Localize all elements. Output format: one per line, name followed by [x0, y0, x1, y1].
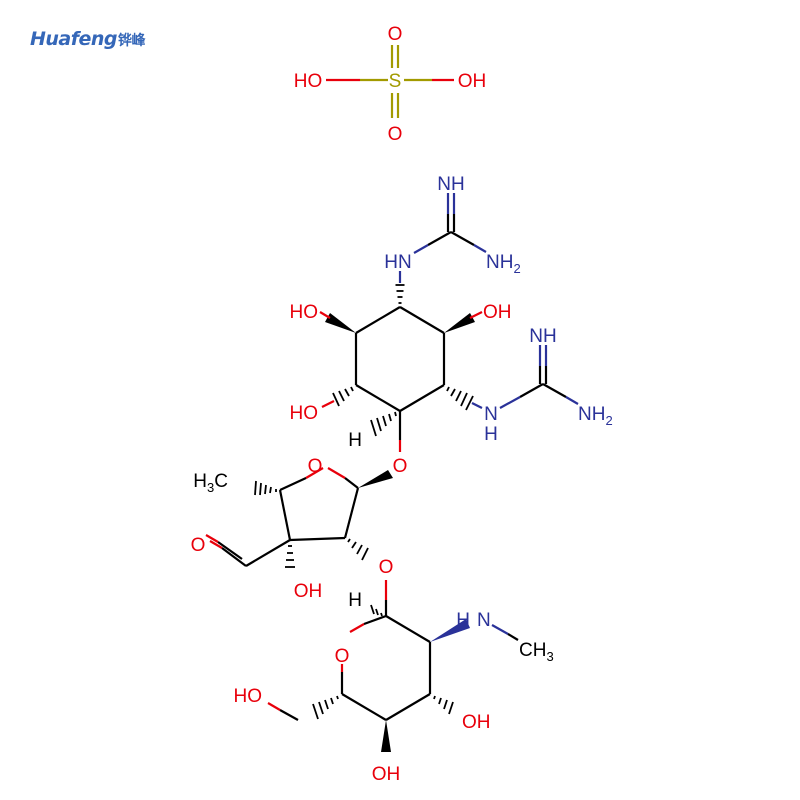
hashed-bond — [312, 695, 339, 720]
wedge-bond — [325, 313, 356, 333]
hashed-bond — [347, 538, 369, 561]
furanose-ring — [278, 467, 360, 542]
hydrogen-atom: H — [348, 430, 362, 451]
hydroxyl-left: HO — [294, 71, 323, 92]
glycosidic-oxygen: O — [393, 456, 408, 477]
methylamino-n: N — [477, 610, 491, 631]
furanose-ring-oxygen: O — [308, 456, 323, 477]
logo-text: Huafeng — [30, 28, 118, 50]
logo-text-cn: 铧峰 — [118, 33, 146, 49]
huafeng-logo: Huafeng铧峰 — [30, 28, 146, 50]
hashed-bond — [254, 480, 277, 496]
inositol-ring — [354, 306, 446, 412]
hydrogen-atom: H — [348, 590, 362, 611]
n-methyl: CH3 — [519, 640, 554, 664]
hashed-bond — [332, 386, 354, 407]
wedge-bond — [381, 720, 391, 752]
sulfur-atom: S — [389, 71, 402, 92]
hydroxyl-upper-left: HO — [290, 302, 319, 323]
oxygen-atom-bottom: O — [388, 124, 403, 145]
hashed-bond — [446, 386, 474, 411]
hydroxyl-right: OH — [458, 71, 487, 92]
sulfuric-acid: S O O HO OH — [294, 24, 487, 145]
guanidine-top: NH NH2 HN — [384, 174, 521, 283]
oxygen-atom-top: O — [388, 24, 403, 45]
wedge-bond — [444, 313, 475, 333]
pyranose-hydroxyl-bottom: OH — [372, 764, 401, 785]
furanose-hydroxyl: OH — [294, 581, 323, 602]
pyranose-ring-oxygen: O — [335, 646, 350, 667]
linking-n-h: H — [484, 424, 498, 445]
linking-oxygen: O — [379, 557, 394, 578]
methyl-group: H3C — [193, 471, 228, 495]
linking-n: N — [484, 404, 498, 425]
amine-nh2: NH2 — [486, 252, 521, 276]
guanidine-right: NH NH2 N H — [484, 326, 613, 445]
hashed-bond — [370, 411, 397, 437]
hydroxyl-lower-left: HO — [290, 403, 319, 424]
hashed-bond — [395, 284, 405, 304]
imine-nh: NH — [437, 174, 464, 195]
wedge-bond — [358, 470, 393, 488]
hashed-bond — [433, 695, 454, 715]
hashed-bond — [285, 545, 295, 568]
hydroxyl-upper-right: OH — [483, 302, 512, 323]
pyranose-ring — [340, 614, 432, 721]
hashed-bond — [370, 604, 383, 617]
methylamino-h: H — [456, 610, 470, 631]
pyranose-hydroxymethyl: HO — [234, 686, 263, 707]
wedge-bond — [430, 619, 470, 642]
aldehyde-oxygen: O — [191, 535, 206, 556]
imine-nh: NH — [529, 326, 556, 347]
pyranose-hydroxyl-right: OH — [462, 712, 491, 733]
amine-nh2: NH2 — [578, 404, 613, 428]
linking-hn: HN — [384, 252, 411, 273]
